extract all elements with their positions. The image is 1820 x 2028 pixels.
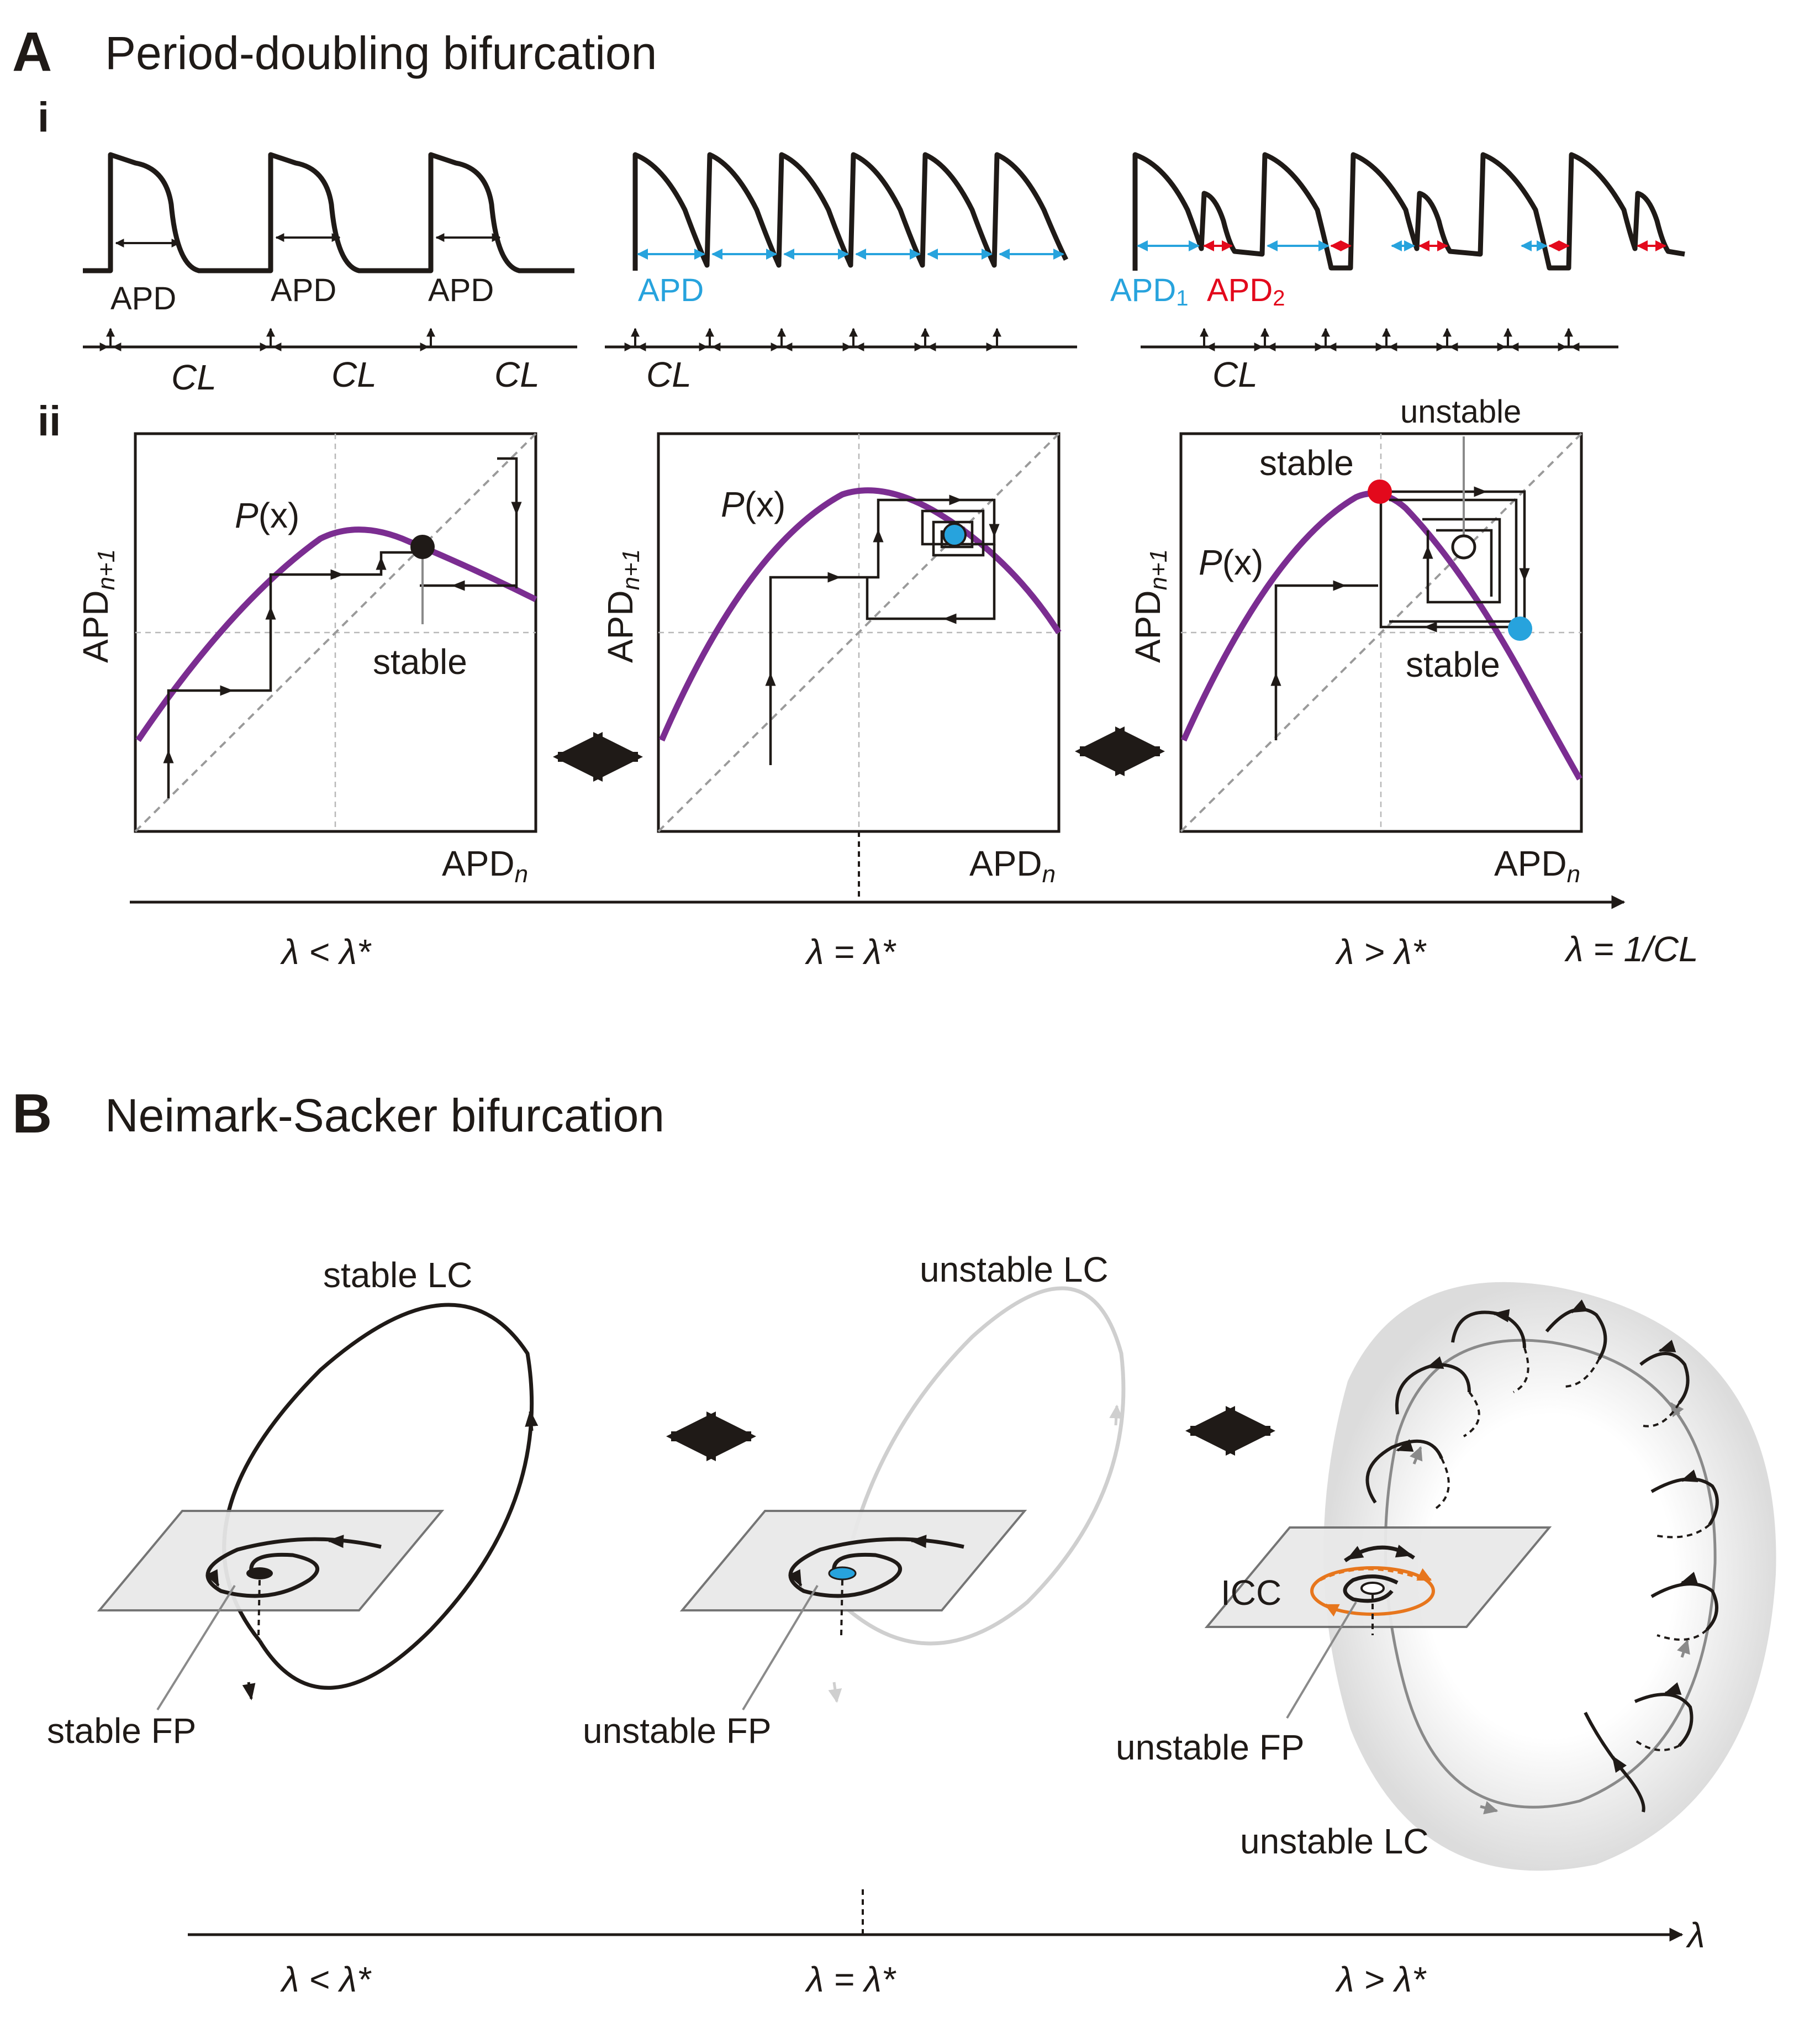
panel-b-title: Neimark-Sacker bifurcation	[105, 1089, 664, 1141]
return-map-critical: P(x) APDn APDn+1	[600, 432, 1062, 888]
phase-plane	[679, 1510, 1027, 1611]
lambda-greater-label: λ > λ*	[1335, 932, 1427, 972]
spiral-trajectory	[788, 1537, 964, 1598]
y-axis-label: APDn+1	[1128, 549, 1172, 663]
spiral-trajectory	[205, 1537, 382, 1598]
lambda-less-label: λ < λ*	[280, 932, 372, 972]
trace-group-alternans: APD1 APD2 CL	[1110, 152, 1685, 394]
apd-label: APD	[271, 272, 336, 308]
panel-a-sub-ii: ii	[38, 398, 61, 445]
stable-period-two-point-red	[1368, 480, 1392, 504]
map-label: P(x)	[235, 496, 299, 535]
spiral-trajectory	[1343, 1574, 1399, 1603]
cl-label: CL	[331, 355, 377, 394]
map-curve-purple	[135, 526, 537, 742]
trace-group-fast: APD CL	[605, 152, 1077, 394]
phase-plane	[97, 1510, 445, 1611]
unstable-fixed-point	[1360, 1582, 1385, 1595]
lambda-less-label: λ < λ*	[280, 1959, 372, 1999]
map-label: P(x)	[1199, 542, 1263, 582]
phase-portrait-critical: unstable LC unstable FP	[583, 1250, 1126, 1751]
map-label: P(x)	[721, 484, 785, 524]
apd-label-blue: APD	[638, 272, 704, 308]
return-map-period-two: P(x) stable unstable stable APDn APDn+1	[1128, 394, 1583, 888]
lambda-axis-b: λ < λ* λ = λ* λ > λ* λ	[188, 1889, 1705, 1999]
panel-a-letter: A	[12, 21, 52, 83]
action-potential-trace	[83, 152, 574, 273]
unstable-lc-label: unstable LC	[1240, 1821, 1429, 1861]
lambda-definition-label: λ = 1/CL	[1564, 929, 1698, 969]
cl-label: CL	[1212, 355, 1258, 394]
phase-portrait-torus: ICC unstable FP unstable LC	[1116, 1282, 1776, 1871]
action-potential-trace	[632, 152, 1069, 271]
stable-limit-cycle	[222, 1303, 534, 1690]
return-map-stable: P(x) stable APDn APDn+1	[76, 432, 537, 888]
x-axis-label: APDn	[442, 844, 528, 888]
torus-surface	[1323, 1282, 1776, 1871]
map-curve-purple	[1180, 490, 1582, 781]
unstable-fp-label: unstable FP	[583, 1711, 772, 1751]
map-curve-purple	[658, 487, 1062, 742]
panel-a-sub-i: i	[38, 94, 49, 141]
panel-a-title: Period-doubling bifurcation	[105, 27, 657, 79]
y-axis-label: APDn+1	[600, 549, 645, 663]
apd-label: APD	[110, 281, 176, 317]
lambda-greater-label: λ > λ*	[1335, 1959, 1427, 1999]
cl-label: CL	[171, 357, 217, 397]
stable-fixed-point	[246, 1567, 273, 1579]
cl-label: CL	[494, 355, 540, 394]
apd1-label: APD1	[1110, 272, 1189, 310]
panel-b-letter: B	[12, 1083, 52, 1145]
torus-unstable-limit-cycle	[1384, 1339, 1717, 1809]
apd-label: APD	[428, 272, 494, 308]
unstable-fp-label: unstable FP	[1116, 1727, 1305, 1767]
cl-label: CL	[646, 355, 692, 394]
lambda-end-label: λ	[1686, 1915, 1705, 1955]
x-axis-label: APDn	[969, 844, 1056, 888]
neutral-fixed-point	[828, 1566, 857, 1581]
x-axis-label: APDn	[1494, 844, 1580, 888]
unstable-lc-label: unstable LC	[920, 1250, 1109, 1289]
neutral-fixed-point	[942, 523, 967, 547]
apd2-label: APD2	[1207, 272, 1285, 310]
lambda-equal-label: λ = λ*	[805, 932, 896, 972]
stable-fixed-point	[410, 535, 435, 559]
phase-portrait-stable: stable LC stable FP	[47, 1255, 539, 1751]
unstable-fixed-point	[1451, 534, 1476, 560]
stable-period-two-point-blue	[1508, 617, 1532, 641]
trace-group-normal: APD APD APD CL CL CL	[83, 152, 577, 397]
stable-label: stable	[1259, 443, 1354, 483]
icc-label: ICC	[1221, 1573, 1281, 1613]
unstable-label: unstable	[1400, 394, 1521, 430]
stable-fp-label: stable FP	[47, 1711, 196, 1751]
stable-label: stable	[1406, 645, 1500, 684]
lambda-equal-label: λ = λ*	[805, 1959, 896, 1999]
action-potential-trace	[1132, 152, 1685, 271]
stable-label: stable	[373, 642, 467, 682]
stable-lc-label: stable LC	[323, 1255, 472, 1295]
y-axis-label: APDn+1	[76, 549, 120, 663]
lambda-axis-a: λ < λ* λ = λ* λ > λ* λ = 1/CL	[130, 831, 1698, 972]
unstable-limit-cycle	[837, 1286, 1126, 1646]
